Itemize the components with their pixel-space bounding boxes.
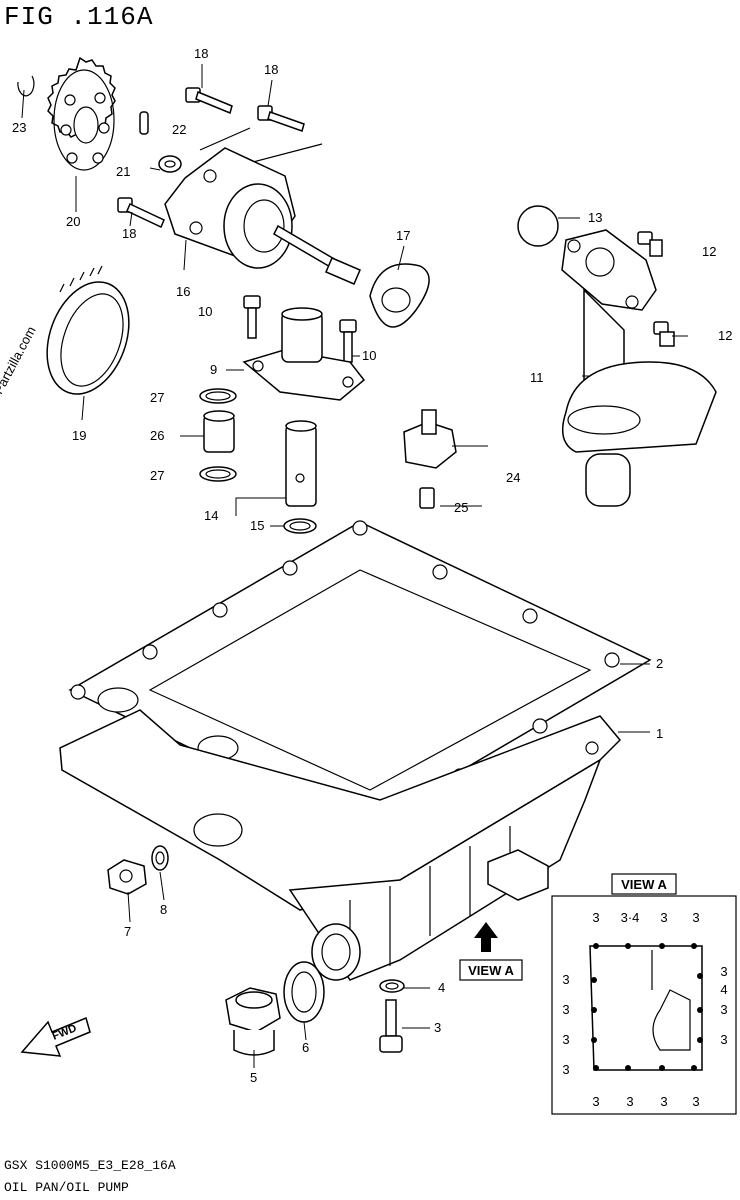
svg-text:3: 3 bbox=[720, 964, 727, 979]
oil-pipe[interactable] bbox=[285, 420, 317, 507]
washer[interactable] bbox=[379, 979, 405, 993]
svg-text:3: 3 bbox=[626, 1094, 633, 1109]
figure-name: OIL PAN/OIL PUMP bbox=[4, 1180, 129, 1195]
view-a-inset: VIEW A 3 3·4 3 3 3 3 3 3 3 4 3 3 3 3 3 3 bbox=[551, 873, 737, 1115]
callout-26: 26 bbox=[150, 428, 164, 443]
svg-text:3·4: 3·4 bbox=[621, 910, 640, 925]
oil-strainer-pipe[interactable] bbox=[561, 229, 717, 507]
callout-5: 5 bbox=[250, 1070, 257, 1085]
o-ring-pipe[interactable] bbox=[283, 518, 317, 534]
drain-plug-small[interactable] bbox=[107, 859, 147, 895]
drain-gasket[interactable] bbox=[283, 961, 325, 1023]
callout-7: 7 bbox=[124, 924, 131, 939]
svg-text:3: 3 bbox=[562, 972, 569, 987]
callout-10: 10 bbox=[362, 348, 376, 363]
view-a-box-title: VIEW A bbox=[621, 877, 667, 892]
dowel-pin[interactable] bbox=[139, 111, 149, 135]
o-ring-large[interactable] bbox=[517, 205, 559, 247]
oil-drain-plug[interactable] bbox=[225, 987, 281, 1056]
svg-text:3: 3 bbox=[592, 910, 599, 925]
bolt-pipe-lower[interactable] bbox=[653, 321, 675, 347]
view-a-label: VIEW A bbox=[468, 963, 514, 978]
callout-24: 24 bbox=[506, 470, 520, 485]
pump-gasket[interactable] bbox=[369, 263, 430, 328]
callout-18: 18 bbox=[264, 62, 278, 77]
callout-16: 16 bbox=[176, 284, 190, 299]
callout-20: 20 bbox=[66, 214, 80, 229]
driven-gear[interactable] bbox=[32, 265, 143, 405]
callout-27: 27 bbox=[150, 468, 164, 483]
callout-18: 18 bbox=[122, 226, 136, 241]
figure-title: FIG .116A bbox=[4, 2, 154, 32]
bolt-lower[interactable] bbox=[117, 197, 165, 229]
svg-text:4: 4 bbox=[720, 982, 727, 997]
svg-text:3: 3 bbox=[562, 1002, 569, 1017]
snap-ring[interactable] bbox=[17, 75, 35, 97]
callout-9: 9 bbox=[210, 362, 217, 377]
callout-25: 25 bbox=[454, 500, 468, 515]
svg-text:3: 3 bbox=[720, 1002, 727, 1017]
figure-code: GSX S1000M5_E3_E28_16A bbox=[4, 1158, 176, 1173]
callout-21: 21 bbox=[116, 164, 130, 179]
callout-2: 2 bbox=[656, 656, 663, 671]
oil-strainer[interactable] bbox=[242, 307, 366, 401]
oil-pump[interactable] bbox=[164, 147, 361, 285]
o-ring-lower[interactable] bbox=[199, 466, 237, 482]
svg-text:3: 3 bbox=[562, 1062, 569, 1077]
pump-sprocket[interactable] bbox=[47, 56, 116, 171]
view-a-arrow-icon bbox=[474, 922, 498, 952]
callout-6: 6 bbox=[302, 1040, 309, 1055]
callout-14: 14 bbox=[204, 508, 218, 523]
pan-bolt[interactable] bbox=[379, 999, 403, 1053]
callout-13: 13 bbox=[588, 210, 602, 225]
svg-text:3: 3 bbox=[720, 1032, 727, 1047]
callout-19: 19 bbox=[72, 428, 86, 443]
oil-pressure-switch[interactable] bbox=[403, 409, 457, 469]
callout-1: 1 bbox=[656, 726, 663, 741]
callout-23: 23 bbox=[12, 120, 26, 135]
svg-text:3: 3 bbox=[592, 1094, 599, 1109]
svg-text:3: 3 bbox=[692, 1094, 699, 1109]
bolt-small[interactable] bbox=[419, 487, 435, 509]
bolt-strainer-left[interactable] bbox=[243, 295, 261, 339]
callout-10: 10 bbox=[198, 304, 212, 319]
leader-lines bbox=[21, 64, 688, 1068]
callout-22: 22 bbox=[172, 122, 186, 137]
callout-17: 17 bbox=[396, 228, 410, 243]
callout-3: 3 bbox=[434, 1020, 441, 1035]
parts-diagram: VIEW A FWD VIEW A 3 3·4 3 3 3 3 3 3 3 4 … bbox=[12, 46, 737, 1115]
o-ring-washer[interactable] bbox=[158, 155, 182, 173]
svg-text:3: 3 bbox=[660, 910, 667, 925]
callout-18: 18 bbox=[194, 46, 208, 61]
callout-11: 11 bbox=[530, 370, 544, 385]
bolt-top-left[interactable] bbox=[185, 87, 233, 115]
callout-27: 27 bbox=[150, 390, 164, 405]
svg-text:3: 3 bbox=[692, 910, 699, 925]
svg-text:3: 3 bbox=[660, 1094, 667, 1109]
bolt-top-right[interactable] bbox=[257, 105, 305, 132]
svg-text:3: 3 bbox=[562, 1032, 569, 1047]
callout-4: 4 bbox=[438, 980, 445, 995]
callout-15: 15 bbox=[250, 518, 264, 533]
callout-12: 12 bbox=[718, 328, 732, 343]
o-ring-upper[interactable] bbox=[199, 388, 237, 404]
fwd-arrow-icon: FWD bbox=[20, 1016, 91, 1057]
sleeve[interactable] bbox=[203, 410, 235, 453]
bolt-pipe-upper[interactable] bbox=[637, 231, 663, 257]
callout-12: 12 bbox=[702, 244, 716, 259]
gasket-small[interactable] bbox=[151, 845, 169, 871]
oil-pan[interactable] bbox=[59, 709, 622, 981]
callout-8: 8 bbox=[160, 902, 167, 917]
